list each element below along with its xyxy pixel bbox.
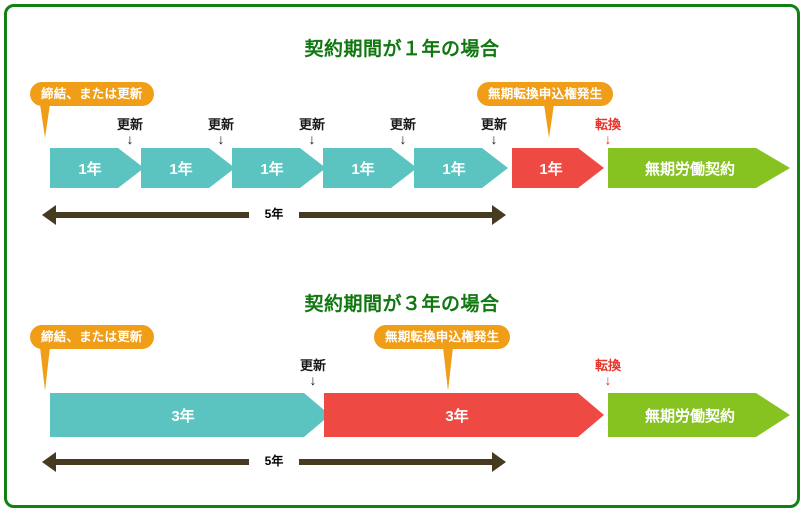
tick-renewal-2: 更新 ↓ — [207, 117, 234, 147]
span-arrow-left-3y — [42, 452, 56, 472]
arrow-indefinite-contract: 無期労働契約 — [608, 148, 790, 188]
arrow-term-3y-2-final: 3年 — [324, 393, 604, 437]
badge-conversion-right: 無期転換申込権発生 — [477, 82, 614, 106]
arrow-term-6-final: 1年 — [512, 148, 604, 188]
section-case-1-year: 契約期間が１年の場合 締結、または更新 無期転換申込権発生 更新 ↓ 更新 ↓ … — [30, 39, 804, 225]
arrow-term-5: 1年 — [414, 148, 508, 188]
arrow-term-3y-1: 3年 — [50, 393, 330, 437]
section-case-3-year: 契約期間が３年の場合 締結、または更新 無期転換申込権発生 更新 ↓ 転換 ↓ … — [0, 256, 804, 512]
tick-renewal-5: 更新 ↓ — [480, 117, 507, 147]
arrow-term-2: 1年 — [141, 148, 235, 188]
badge-conversion-right-3y-tail — [443, 347, 453, 391]
page-title-1-year: 契約期間が１年の場合 — [304, 39, 500, 60]
arrow-term-3: 1年 — [232, 148, 326, 188]
tick-conversion: 転換 ↓ — [594, 117, 621, 147]
badge-contract-start: 締結、または更新 — [30, 82, 154, 106]
badge-contract-start-3y: 締結、または更新 — [30, 325, 154, 349]
tick-conversion-3y: 転換 ↓ — [594, 358, 621, 388]
page-title-3-year: 契約期間が３年の場合 — [304, 294, 500, 315]
span-arrow-right-3y — [492, 452, 506, 472]
span-five-years-3y: 5年 — [42, 452, 506, 472]
tick-renewal-3y: 更新 ↓ — [299, 358, 326, 388]
badge-contract-start-tail — [40, 104, 50, 138]
tick-renewal-3: 更新 ↓ — [298, 117, 325, 147]
tick-renewal-4: 更新 ↓ — [389, 117, 416, 147]
arrow-indefinite-contract-3y: 無期労働契約 — [608, 393, 790, 437]
arrow-term-1: 1年 — [50, 148, 144, 188]
badge-contract-start-3y-tail — [40, 347, 50, 391]
badge-conversion-right-tail — [544, 104, 554, 138]
span-arrow-left — [42, 205, 56, 225]
badge-conversion-right-3y: 無期転換申込権発生 — [374, 325, 511, 349]
span-five-years: 5年 — [42, 205, 506, 225]
tick-renewal-1: 更新 ↓ — [116, 117, 143, 147]
arrow-term-4: 1年 — [323, 148, 417, 188]
span-arrow-right — [492, 205, 506, 225]
